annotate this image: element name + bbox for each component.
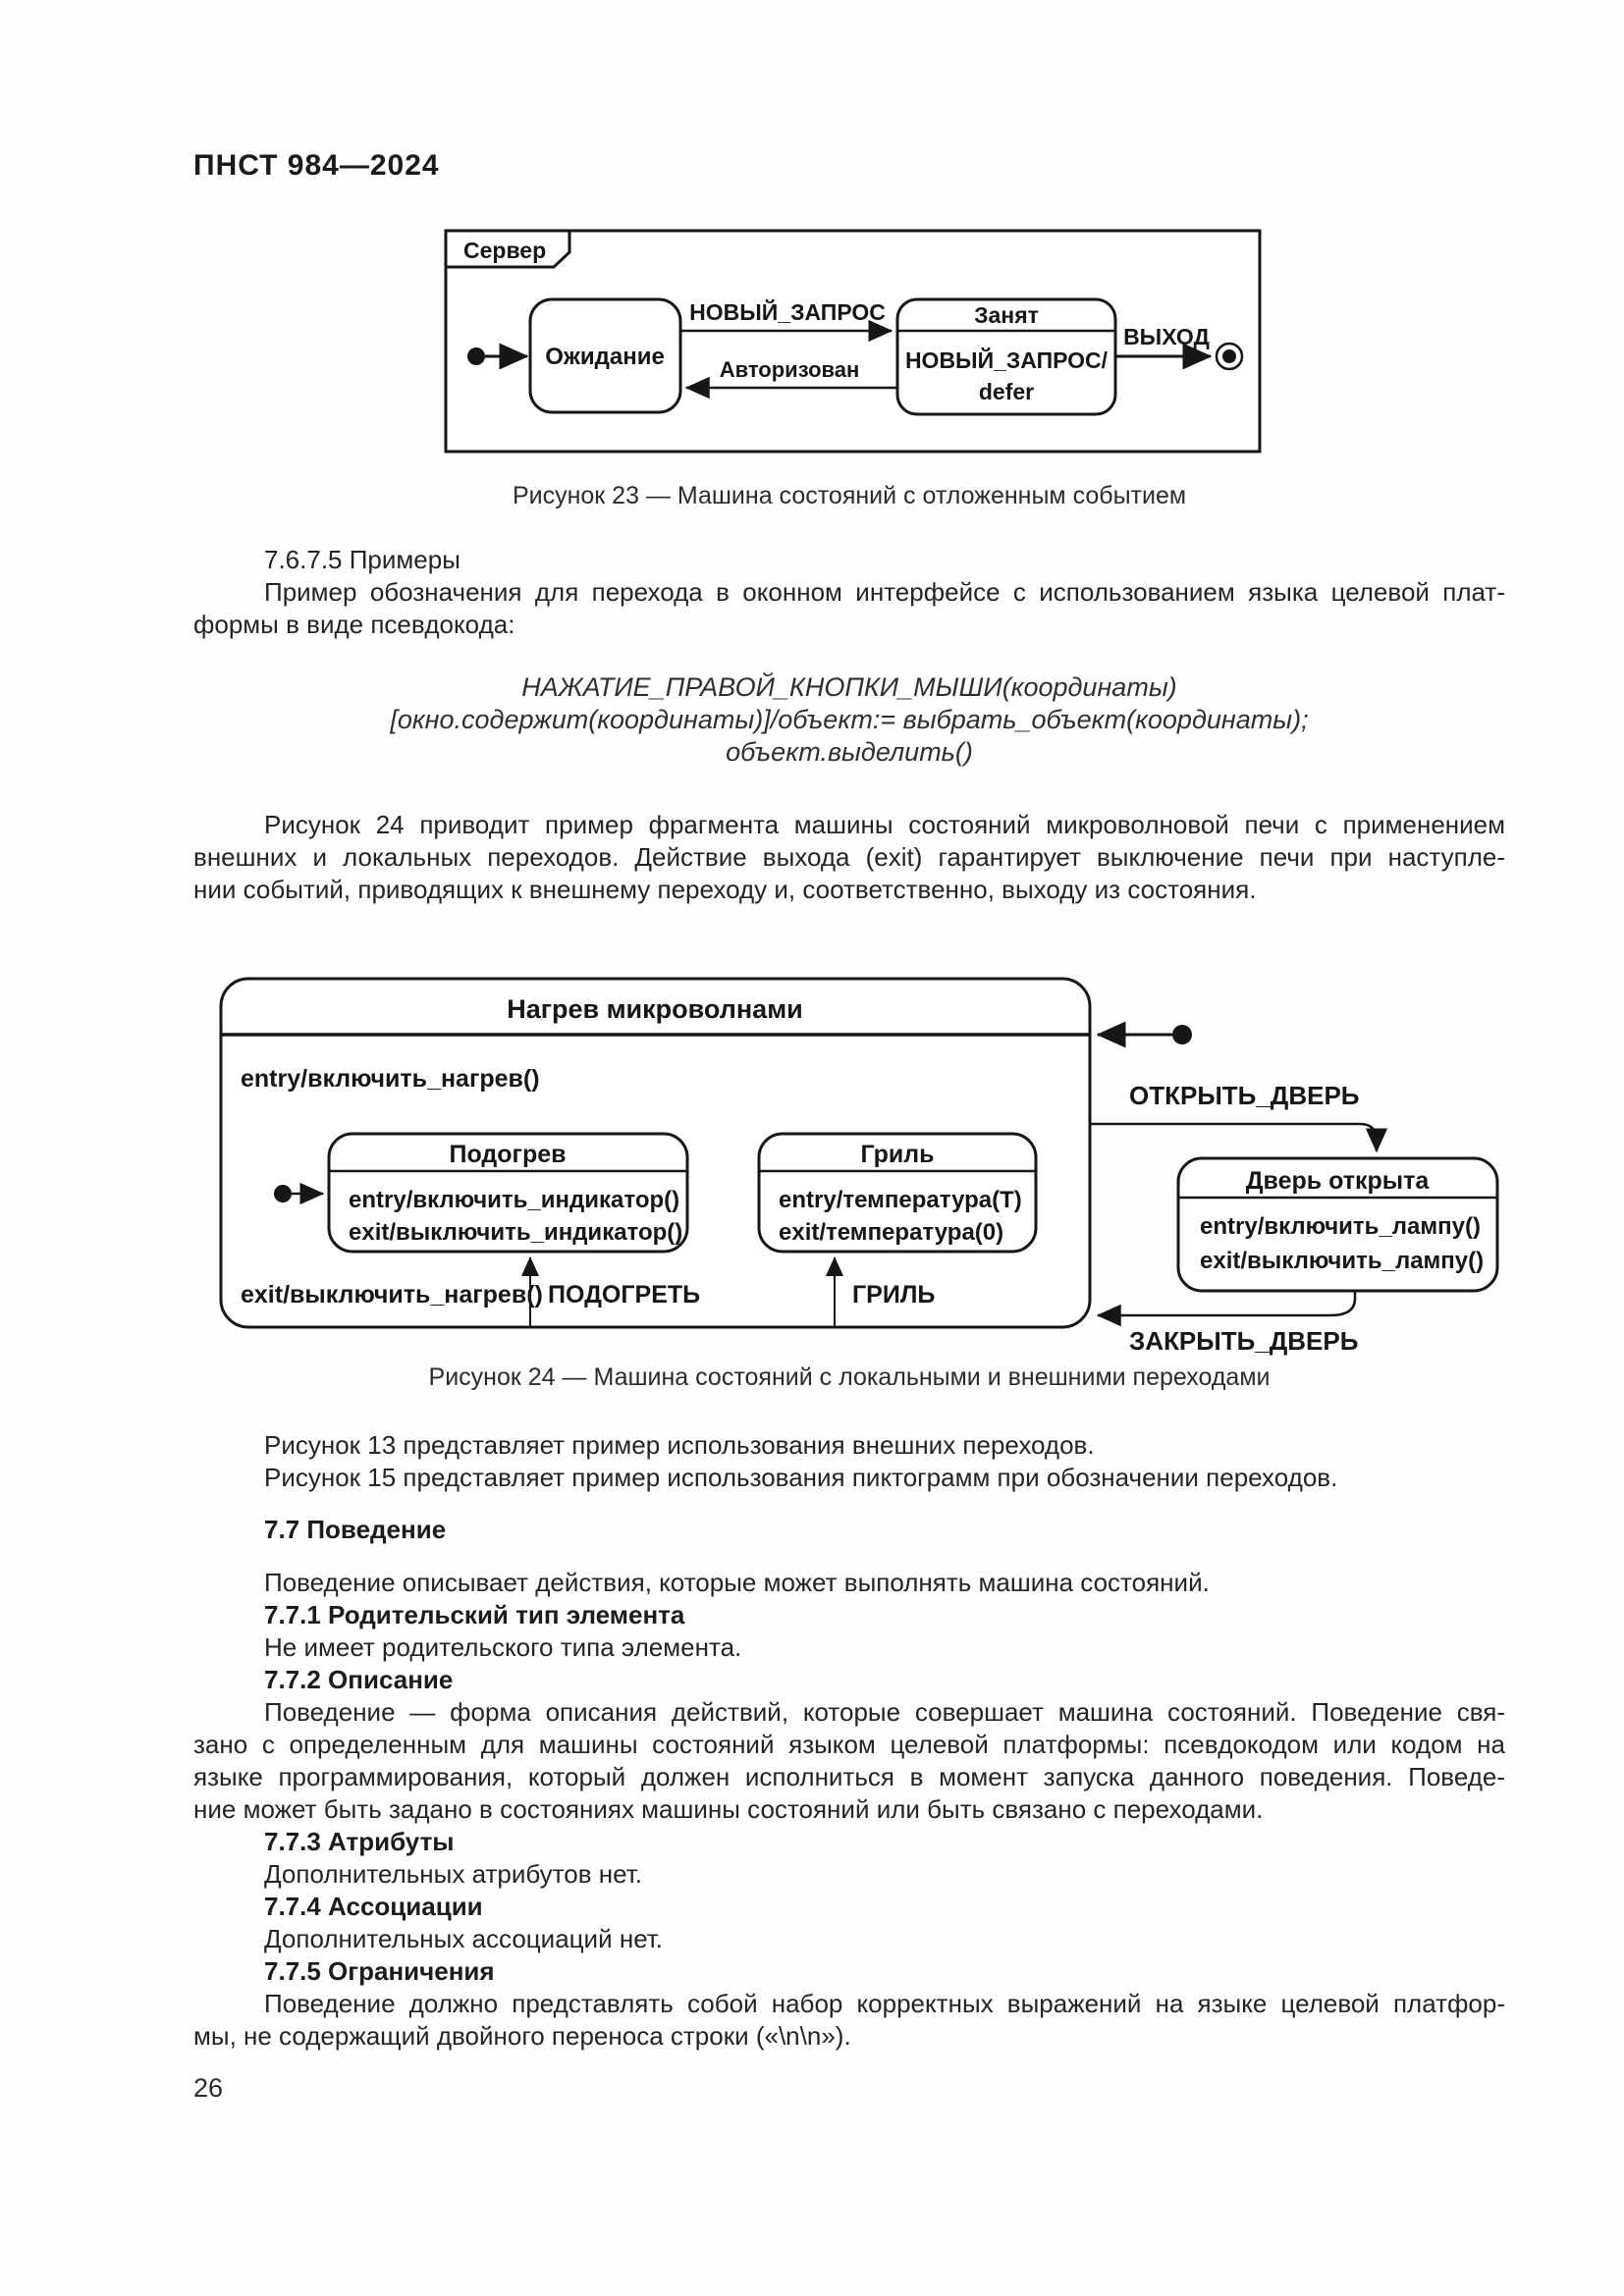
state-door-open-entry: entry/включить_лампу() [1200, 1213, 1481, 1240]
transition-open-door-arrow [1090, 1122, 1388, 1153]
para-7-7-2-line2: зано с определенным для машины состояний… [193, 1730, 1505, 1759]
heading-7-7-3: 7.7.3 Атрибуты [264, 1827, 455, 1856]
transition-exit-label: ВЫХОД [1123, 324, 1210, 349]
initial-state-icon [467, 347, 485, 365]
para-7-7-5-line1: Поведение должно представлять собой набо… [264, 1989, 1505, 2018]
heading-7-7-5: 7.7.5 Ограничения [264, 1956, 495, 1986]
transition-close-door-label: ЗАКРЫТЬ_ДВЕРЬ [1129, 1326, 1358, 1356]
page-number: 26 [193, 2073, 224, 2103]
figure-24-state-diagram: Нагрев микроволнами entry/включить_нагре… [219, 977, 1499, 1356]
state-door-open [1176, 1156, 1499, 1293]
figure-24-caption: Рисунок 24 — Машина состояний с локальны… [428, 1363, 1271, 1391]
heading-7-7-4: 7.7.4 Ассоциации [264, 1892, 483, 1921]
state-warming-label: Подогрев [449, 1141, 566, 1168]
external-initial-state-icon [1172, 1025, 1192, 1044]
microwave-entry-action: entry/включить_нагрев() [241, 1065, 540, 1093]
nested-initial-state-icon [274, 1185, 292, 1202]
fig24-paragraph-line2: внешних и локальных переходов. Действие … [193, 842, 1505, 872]
para-7-7-1: Не имеет родительского типа элемента. [264, 1632, 742, 1662]
pseudocode-line2: [окно.содержит(координаты)]/объект:= выб… [390, 705, 1309, 734]
para-7-7-2-line3: языке программирования, который должен и… [193, 1762, 1505, 1791]
state-door-open-label: Дверь открыта [1246, 1167, 1431, 1195]
state-grill-exit: exit/температура(0) [779, 1219, 1003, 1246]
figure-23-caption: Рисунок 23 — Машина состояний с отложенн… [512, 482, 1187, 509]
state-warming-exit: exit/выключить_индикатор() [349, 1219, 682, 1246]
transition-authorized-label: Авторизован [720, 357, 860, 382]
transition-grill-label: ГРИЛЬ [852, 1281, 935, 1308]
ref-figure-13: Рисунок 13 представляет пример использов… [264, 1430, 1095, 1460]
state-grill [757, 1132, 1038, 1254]
para-7-7-2-line4: ние может быть задано в состояниях машин… [193, 1794, 1264, 1824]
frame-label: Сервер [463, 238, 546, 263]
figure-23-state-diagram: Сервер Ожидание Занят НОВЫЙ_ЗАПРОС/ defe… [444, 229, 1262, 454]
state-grill-entry: entry/температура(T) [779, 1187, 1022, 1213]
state-waiting-label: Ожидание [545, 344, 665, 370]
state-microwave-label: Нагрев микроволнами [507, 994, 803, 1024]
microwave-exit-action: exit/выключить_нагрев() [241, 1281, 543, 1308]
state-warming-entry: entry/включить_индикатор() [349, 1187, 679, 1213]
fig24-paragraph-line1: Рисунок 24 приводит пример фрагмента маш… [264, 810, 1505, 839]
page-header: ПНСТ 984—2024 [193, 149, 440, 182]
heading-7-7-2: 7.7.2 Описание [264, 1665, 454, 1694]
fig24-paragraph-line3: нии событий, приводящих к внешнему перех… [193, 875, 1257, 904]
transition-new-request-label: НОВЫЙ_ЗАПРОС [689, 298, 886, 325]
state-busy-label: Занят [974, 302, 1039, 328]
pseudocode-line3: объект.выделить() [726, 737, 973, 767]
para-7-7: Поведение описывает действия, которые мо… [264, 1568, 1210, 1597]
para-7-7-5-line2: мы, не содержащий двойного переноса стро… [193, 2021, 851, 2051]
state-grill-label: Гриль [860, 1141, 934, 1168]
para-7-7-3: Дополнительных атрибутов нет. [264, 1859, 642, 1889]
para-7-7-2-line1: Поведение — форма описания действий, кот… [264, 1697, 1505, 1727]
state-waiting [528, 297, 682, 414]
ref-figure-15: Рисунок 15 представляет пример использов… [264, 1463, 1338, 1492]
state-door-open-exit: exit/выключить_лампу() [1200, 1248, 1484, 1274]
section-7675-heading: 7.6.7.5 Примеры [264, 545, 460, 574]
section-7675-intro-line1: Пример обозначения для перехода в оконно… [264, 577, 1505, 607]
heading-7-7-1: 7.7.1 Родительский тип элемента [264, 1600, 685, 1629]
para-7-7-4: Дополнительных ассоциаций нет. [264, 1924, 664, 1953]
final-state-dot [1222, 349, 1236, 363]
state-busy-internal-1: НОВЫЙ_ЗАПРОС/ [905, 347, 1109, 373]
state-busy-internal-2: defer [979, 379, 1034, 404]
state-warming [327, 1132, 689, 1254]
transition-warm-label: ПОДОГРЕТЬ [548, 1281, 700, 1308]
pseudocode-line1: НАЖАТИЕ_ПРАВОЙ_КНОПКИ_МЫШИ(координаты) [521, 672, 1177, 702]
transition-close-door-arrow [1096, 1291, 1357, 1327]
transition-open-door-label: ОТКРЫТЬ_ДВЕРЬ [1129, 1081, 1359, 1110]
heading-7-7: 7.7 Поведение [264, 1515, 447, 1544]
frame-tab [444, 229, 571, 269]
section-7675-intro-line2: формы в виде псевдокода: [193, 610, 515, 639]
